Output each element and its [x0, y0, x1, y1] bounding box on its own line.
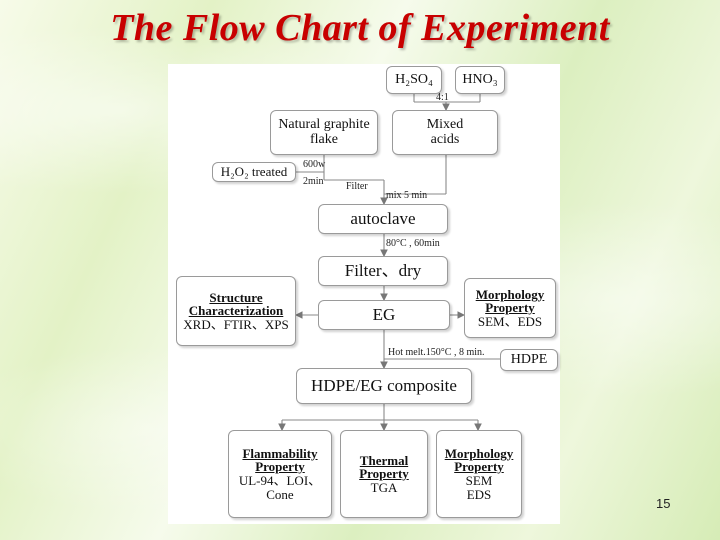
slide-title: The Flow Chart of Experiment [110, 7, 610, 49]
morph-top-label-2: Property [485, 300, 535, 316]
structure-label-2: Characterization [188, 303, 284, 319]
morph-bot-label-3: SEM [465, 473, 493, 488]
morph-bot-label-1: Morphology [444, 445, 514, 461]
composite-box: HDPE/EG composite [296, 368, 472, 404]
filter-dry-label: Filter、dry [344, 261, 422, 281]
thermal-label-1: Thermal [359, 452, 409, 468]
mixed-label-2: acids [430, 131, 460, 147]
eg-box: EG [318, 300, 450, 330]
thermal-property-box: Thermal Property TGA [340, 430, 428, 518]
power-annotation: 600w [303, 159, 326, 170]
hno3-box: HNO₃ [455, 66, 505, 94]
eg-label: EG [372, 305, 396, 325]
mixed-label-1: Mixed [426, 116, 464, 132]
morphology-property-bottom-box: Morphology Property SEM EDS [436, 430, 522, 518]
structure-label-3: XRD、FTIR、XPS [183, 316, 289, 332]
hno3-label: HNO₃ [462, 71, 498, 87]
h2so4-box: H₂SO₄ [386, 66, 442, 94]
autoclave-condition: 80°C , 60min [386, 238, 440, 249]
flam-label-1: Flammability [242, 445, 318, 461]
flam-label-4: Cone [266, 486, 294, 502]
morphology-property-top-box: Morphology Property SEM、EDS [464, 278, 556, 338]
structure-label-1: Structure [209, 289, 263, 305]
thermal-label-3: TGA [370, 479, 398, 495]
flam-label-2: Property [255, 459, 305, 475]
mix-annotation: mix 5 min [386, 190, 428, 201]
hot-melt-annotation: Hot melt.150°C , 8 min. [388, 347, 485, 358]
autoclave-box: autoclave [318, 204, 448, 234]
filter-annotation: Filter [346, 181, 368, 192]
morph-bot-label-2: Property [454, 459, 504, 475]
h2o2-label: H₂O₂ treated [220, 164, 288, 180]
flam-label-3: UL-94、LOI、 [238, 473, 322, 488]
page-number: 15 [656, 496, 671, 511]
flammability-property-box: Flammability Property UL-94、LOI、 Cone [228, 430, 332, 518]
morph-top-label-1: Morphology [475, 286, 545, 302]
hdpe-box: HDPE [500, 349, 558, 371]
hdpe-label: HDPE [510, 351, 548, 367]
mixed-acids-box: Mixed acids [392, 110, 498, 155]
graphite-label-1: Natural graphite [278, 116, 370, 132]
autoclave-label: autoclave [350, 209, 416, 229]
ratio-annotation: 4:1 [436, 92, 449, 103]
morph-bot-label-4: EDS [466, 486, 492, 502]
thermal-label-2: Property [359, 466, 409, 482]
morph-top-label-3: SEM、EDS [477, 313, 543, 329]
filter-dry-box: Filter、dry [318, 256, 448, 286]
composite-label: HDPE/EG composite [311, 376, 457, 396]
structure-characterization-box: Structure Characterization XRD、FTIR、XPS [176, 276, 296, 346]
graphite-label-2: flake [310, 131, 338, 147]
time-annotation: 2min [303, 176, 324, 187]
h2o2-box: H₂O₂ treated [212, 162, 296, 182]
h2so4-label: H₂SO₄ [395, 71, 433, 87]
graphite-box: Natural graphite flake [270, 110, 378, 155]
